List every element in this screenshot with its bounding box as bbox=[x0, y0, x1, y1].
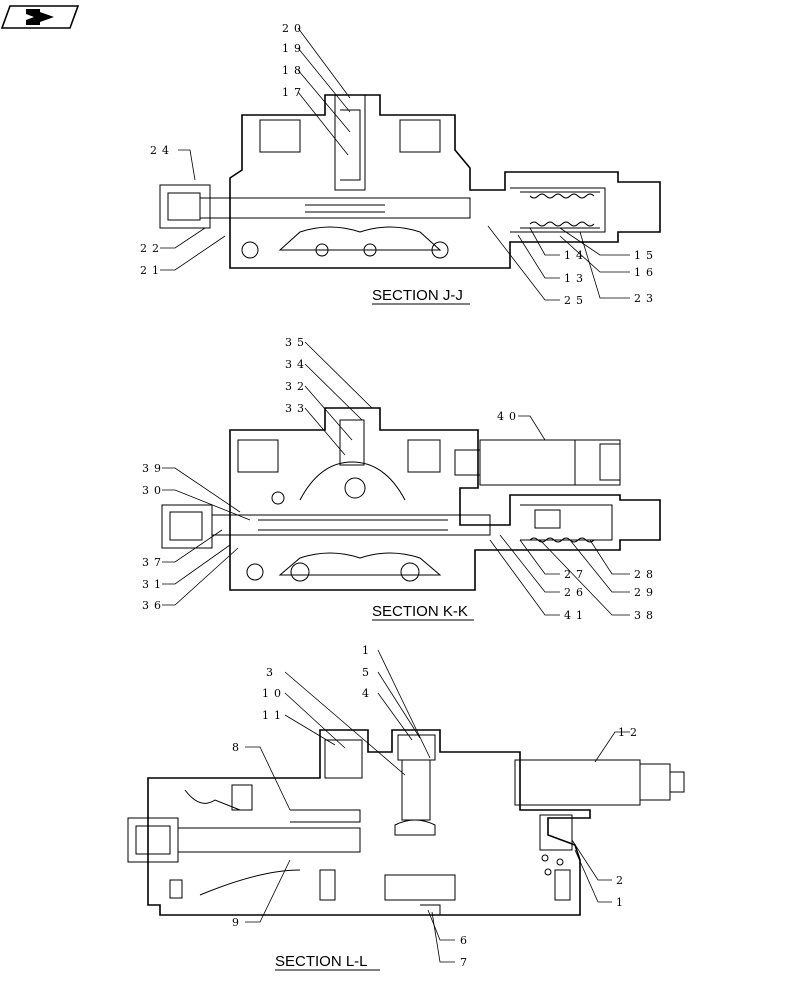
page-back-arrow-icon[interactable] bbox=[0, 5, 80, 29]
callout-27: 27 bbox=[564, 568, 588, 581]
callout-12: 12 bbox=[618, 726, 642, 739]
callout-25: 25 bbox=[564, 294, 588, 307]
section-jj-leaders bbox=[160, 27, 630, 301]
callout-1-top: 1 bbox=[362, 644, 374, 657]
callout-39: 39 bbox=[142, 462, 166, 475]
callout-21: 21 bbox=[140, 264, 164, 277]
callout-19: 19 bbox=[282, 42, 306, 55]
callout-29: 29 bbox=[634, 586, 658, 599]
callout-28: 28 bbox=[634, 568, 658, 581]
callout-22: 22 bbox=[140, 242, 164, 255]
callout-36: 36 bbox=[142, 599, 166, 612]
section-kk-leaders bbox=[162, 341, 630, 616]
section-ll-title: SECTION L-L bbox=[275, 953, 368, 970]
section-jj-title: SECTION J-J bbox=[372, 287, 463, 304]
callout-3: 3 bbox=[266, 666, 278, 679]
section-kk-title: SECTION K-K bbox=[372, 603, 468, 620]
section-kk-drawing bbox=[161, 407, 661, 591]
callout-30: 30 bbox=[142, 484, 166, 497]
section-jj-callouts: 20 19 18 17 24 22 21 14 13 25 15 16 23 bbox=[140, 22, 658, 307]
callout-23: 23 bbox=[634, 292, 658, 305]
callout-34: 34 bbox=[285, 358, 309, 371]
callout-14: 14 bbox=[564, 249, 588, 262]
callout-17: 17 bbox=[282, 86, 306, 99]
callout-18: 18 bbox=[282, 64, 306, 77]
callout-15: 15 bbox=[634, 249, 658, 262]
callout-32: 32 bbox=[285, 380, 309, 393]
callout-33: 33 bbox=[285, 402, 309, 415]
section-ll-leaders bbox=[245, 649, 630, 963]
callout-40: 40 bbox=[497, 410, 521, 423]
callout-4: 4 bbox=[362, 687, 374, 700]
callout-11: 11 bbox=[262, 709, 286, 722]
callout-9: 9 bbox=[232, 916, 244, 929]
callout-13: 13 bbox=[564, 272, 588, 285]
callout-37: 37 bbox=[142, 556, 166, 569]
callout-38: 38 bbox=[634, 609, 658, 622]
callout-6: 6 bbox=[460, 934, 472, 947]
section-ll-drawing bbox=[127, 729, 685, 916]
callout-20: 20 bbox=[282, 22, 306, 35]
callout-26: 26 bbox=[564, 586, 588, 599]
callout-10: 10 bbox=[262, 687, 286, 700]
callout-16: 16 bbox=[634, 266, 658, 279]
callout-41: 41 bbox=[564, 609, 588, 622]
section-kk-callouts: 35 34 32 33 40 39 30 37 31 36 27 26 41 2… bbox=[142, 336, 658, 622]
callout-7: 7 bbox=[460, 956, 472, 969]
callout-8: 8 bbox=[232, 741, 244, 754]
section-ll-callouts: 1 5 4 3 10 11 8 12 2 1 9 6 7 bbox=[232, 644, 642, 969]
callout-24: 24 bbox=[150, 144, 174, 157]
callout-1-right: 1 bbox=[616, 896, 628, 909]
section-jj-drawing bbox=[159, 94, 661, 269]
callout-2: 2 bbox=[616, 874, 628, 887]
callout-5: 5 bbox=[362, 666, 374, 679]
callout-35: 35 bbox=[285, 336, 309, 349]
callout-31: 31 bbox=[142, 578, 166, 591]
